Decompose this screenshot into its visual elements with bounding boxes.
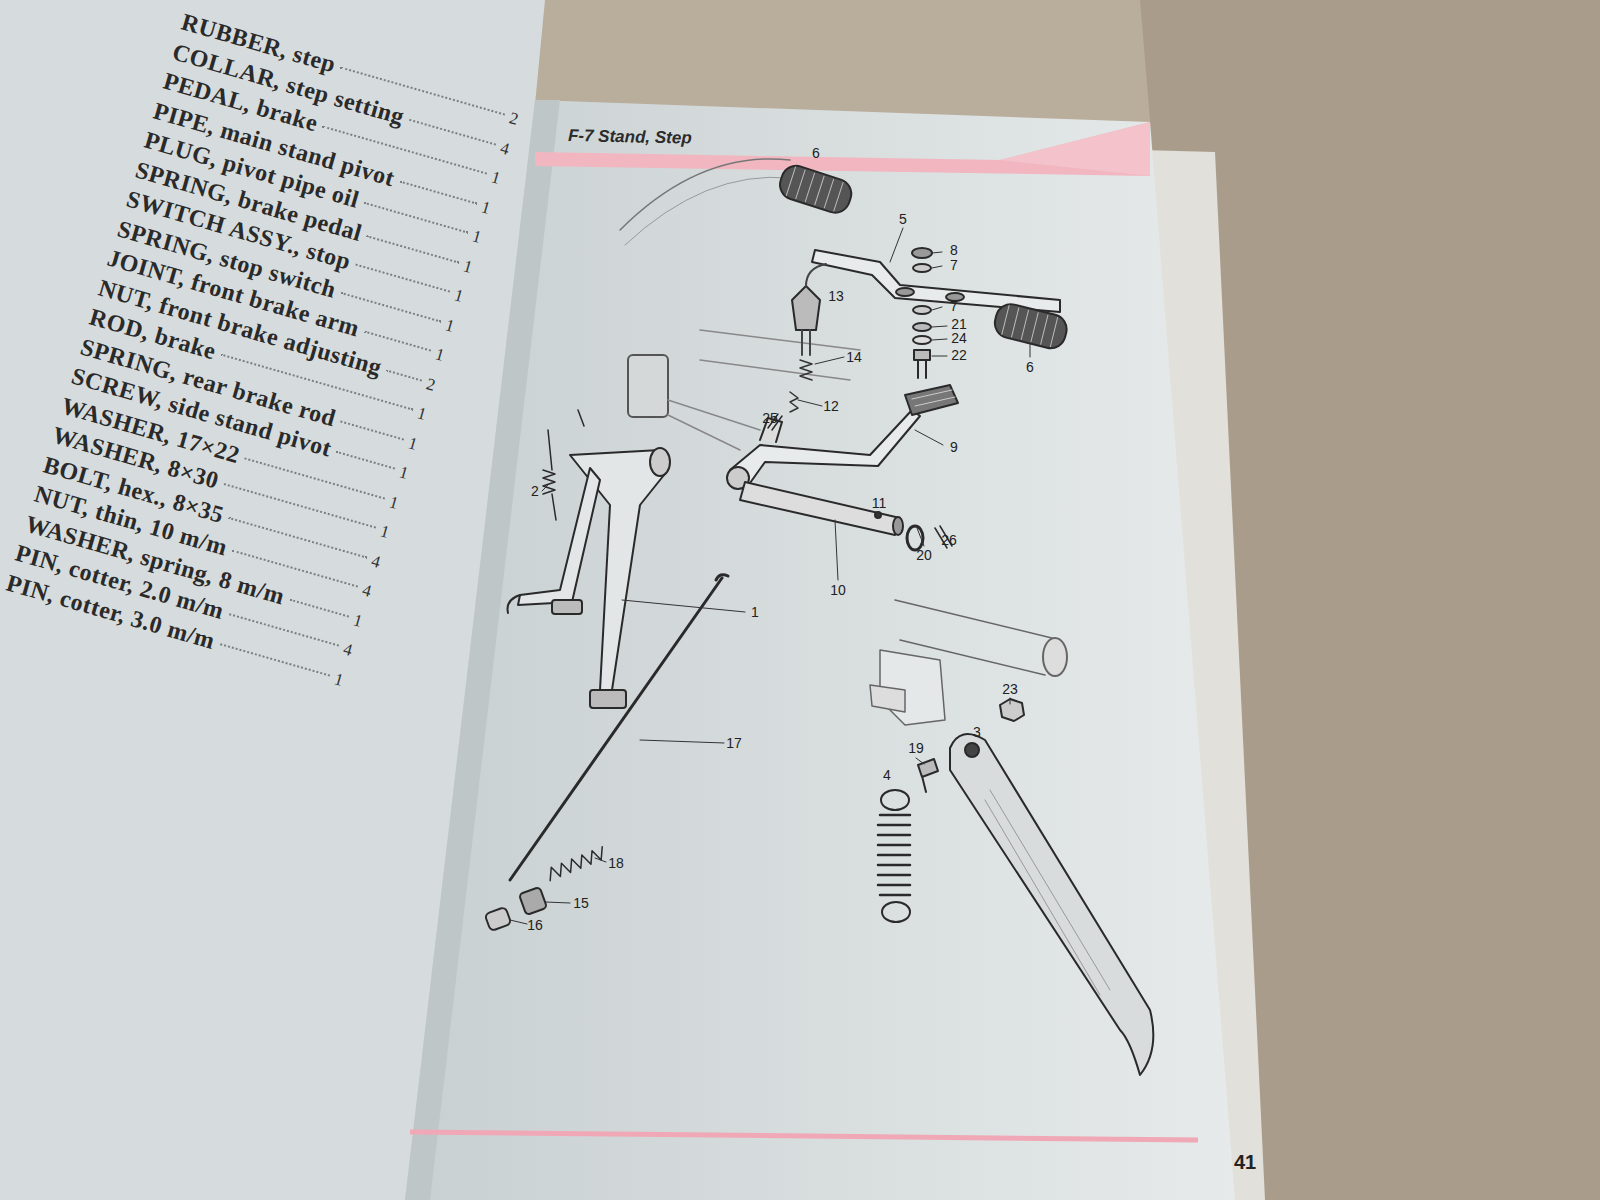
- callout-number: 18: [608, 855, 624, 871]
- callout-number: 3: [973, 724, 981, 740]
- part-quantity: 1: [461, 256, 475, 278]
- part-quantity: 1: [470, 226, 484, 248]
- part-quantity: 4: [498, 138, 512, 160]
- part-quantity: 4: [341, 639, 355, 661]
- callout-number: 14: [846, 349, 862, 365]
- dot-leader: [356, 263, 450, 292]
- part-quantity: 1: [442, 315, 456, 337]
- part-quantity: 4: [369, 551, 383, 573]
- callout-number: 22: [951, 347, 967, 363]
- callout-number: 19: [908, 740, 924, 756]
- callout-number: 6: [1026, 359, 1034, 375]
- dot-leader: [409, 118, 496, 145]
- part-quantity: 1: [452, 285, 466, 307]
- dot-leader: [220, 642, 330, 675]
- callout-number: 13: [828, 288, 844, 304]
- dot-leader: [400, 180, 477, 204]
- part-quantity: 1: [406, 433, 420, 455]
- callout-number: 23: [1002, 681, 1018, 697]
- dot-leader: [229, 516, 367, 557]
- callout-number: 7: [950, 257, 958, 273]
- callout-number: 16: [527, 917, 543, 933]
- callout-number: 6: [812, 145, 820, 161]
- callout-number: 2: [531, 483, 539, 499]
- dot-leader: [245, 456, 385, 498]
- part-quantity: 1: [433, 344, 447, 366]
- part-quantity: 1: [332, 669, 346, 691]
- page-number: 41: [1234, 1151, 1256, 1174]
- dot-leader: [365, 330, 432, 351]
- callout-number: 1: [751, 604, 759, 620]
- dot-leader: [289, 598, 348, 617]
- callout-number: 15: [573, 895, 589, 911]
- callout-number: 4: [883, 767, 891, 783]
- callout-number: 7: [950, 298, 958, 314]
- dot-leader: [340, 420, 403, 440]
- part-quantity: 4: [360, 580, 374, 602]
- callout-number: 12: [823, 398, 839, 414]
- part-quantity: 1: [479, 197, 493, 219]
- part-quantity: 1: [387, 492, 401, 514]
- dot-leader: [229, 613, 339, 646]
- dot-leader: [336, 450, 394, 468]
- part-quantity: 1: [488, 167, 502, 189]
- part-quantity: 1: [350, 610, 364, 632]
- dot-leader: [367, 234, 459, 262]
- callout-number: 25: [762, 410, 778, 426]
- part-quantity: 2: [507, 108, 521, 130]
- part-quantity: 2: [424, 374, 438, 396]
- part-quantity: 1: [396, 462, 410, 484]
- callout-number: 8: [950, 242, 958, 258]
- callout-number: 21: [951, 316, 967, 332]
- callout-number: 10: [830, 582, 846, 598]
- callout-number: 11: [872, 495, 887, 511]
- callout-number: 17: [726, 735, 742, 751]
- part-quantity: 1: [415, 403, 429, 425]
- part-quantity: 1: [378, 521, 392, 543]
- callout-number: 20: [916, 547, 932, 563]
- dot-leader: [224, 483, 376, 528]
- dot-leader: [387, 369, 422, 381]
- callout-number: 24: [951, 330, 967, 346]
- dot-leader: [364, 201, 468, 233]
- callout-number: 9: [950, 439, 958, 455]
- exploded-illustration: [485, 159, 1154, 1075]
- page-heading: F-7 Stand, Step: [568, 126, 692, 149]
- callout-number: 26: [941, 532, 957, 548]
- callout-number: 5: [899, 211, 907, 227]
